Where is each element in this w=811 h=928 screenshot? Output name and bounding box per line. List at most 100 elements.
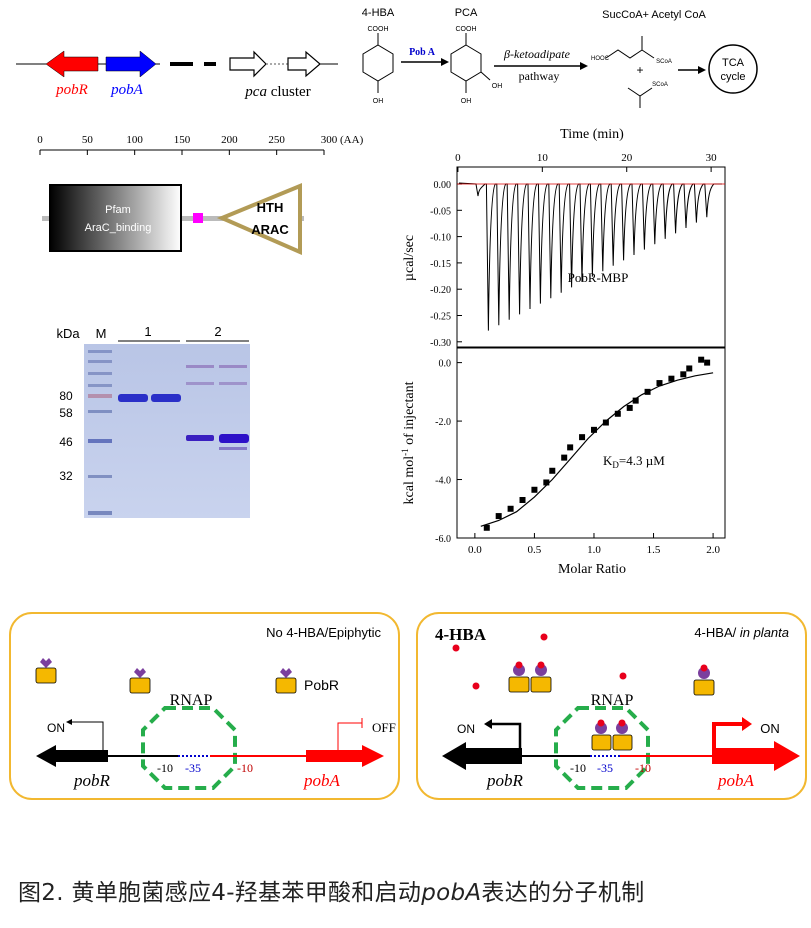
- molar-ratio-tick: 0.0: [468, 544, 482, 556]
- itc-sample-label: PobR-MBP: [568, 270, 629, 285]
- svg-text:-35: -35: [185, 761, 201, 775]
- model-left-title: No 4-HBA/Epiphytic: [266, 625, 381, 640]
- pobR-arrow: [45, 50, 99, 78]
- itc-time-tick: 10: [537, 152, 549, 164]
- pca-ring: [450, 44, 482, 82]
- domain-ruler-label: 50: [82, 134, 94, 146]
- ligand-dot: [452, 644, 460, 652]
- pobA-gene-left: [306, 745, 384, 767]
- binding-data-point: [549, 467, 556, 474]
- plus-sign: +: [636, 63, 643, 77]
- route-label-1: β-ketoadipate: [503, 47, 571, 61]
- pca-cooh: COOH: [456, 26, 477, 33]
- molar-ratio-tick: 0.5: [528, 544, 542, 556]
- binding-data-point: [704, 359, 711, 366]
- model-with-ligand: 4-HBA/ in planta 4-HBA RNAP: [416, 612, 807, 800]
- heat-tick: -2.0: [435, 417, 451, 428]
- pobr-dimer-bound-ligand: [508, 661, 552, 693]
- domain-ruler-label: 150: [174, 134, 191, 146]
- on-right-pobR-label: ON: [457, 722, 475, 736]
- gel-marker-label: 46: [59, 435, 73, 449]
- rnap-left-label: RNAP: [170, 692, 213, 709]
- hba-ring: [362, 44, 394, 82]
- svg-text:ARAC: ARAC: [251, 222, 289, 237]
- binding-data-point: [590, 426, 597, 433]
- pobA-label: pobA: [110, 82, 144, 98]
- binding-data-point: [507, 505, 514, 512]
- binding-data-point: [644, 388, 651, 395]
- pobr-legend-label: PobR: [304, 677, 339, 693]
- binding-data-point: [626, 404, 633, 411]
- binding-data-point: [686, 365, 693, 372]
- tca-cycle: [708, 44, 758, 94]
- binding-data-point: [561, 454, 568, 461]
- svg-text:SCoA: SCoA: [652, 82, 668, 88]
- hba-oh: OH: [373, 98, 384, 105]
- molar-ratio-tick: 1.5: [647, 544, 661, 556]
- hba-label: 4-HBA: [362, 7, 395, 19]
- binding-data-point: [519, 497, 526, 503]
- domain-ruler-label: 250: [268, 134, 285, 146]
- itc-power-tick: -0.10: [430, 233, 451, 244]
- itc-time-tick: 30: [706, 152, 718, 164]
- binding-data-point: [698, 356, 705, 363]
- binding-data-point: [602, 419, 609, 426]
- binding-data-point: [656, 380, 663, 387]
- binding-data-point: [579, 434, 586, 441]
- svg-text:AraC_binding: AraC_binding: [85, 222, 152, 234]
- svg-text:TCA: TCA: [722, 57, 745, 69]
- pobA-gene-right-label: pobA: [717, 771, 755, 790]
- domain-ruler-label: 300 (AA): [321, 134, 364, 146]
- hth-domain: [216, 183, 302, 256]
- pobR-gene-left-label: pobR: [73, 771, 111, 790]
- svg-text:-10: -10: [157, 761, 173, 775]
- hba-cooh: COOH: [368, 26, 389, 33]
- itc-power-tick: 0.00: [434, 180, 452, 191]
- svg-text:-35: -35: [597, 761, 613, 775]
- hba-ligand-label: 4-HBA: [435, 625, 487, 644]
- ligand-dot: [540, 633, 548, 641]
- rnap-right-label: RNAP: [591, 692, 634, 709]
- itc-time-tick: 0: [455, 152, 461, 164]
- itc-time-tick: 20: [621, 152, 633, 164]
- binding-fit-curve: [480, 372, 714, 527]
- pobA-gene-left-label: pobA: [303, 771, 341, 790]
- gel-unit: kDa: [56, 326, 80, 341]
- itc-power-tick: -0.20: [430, 285, 451, 296]
- itc-molar-ratio-label: Molar Ratio: [558, 562, 626, 577]
- figure-caption: 图2. 黄单胞菌感应4-羟基苯甲酸和启动pobA表达的分子机制: [18, 880, 645, 906]
- molar-ratio-tick: 1.0: [587, 544, 601, 556]
- kd-label: KD=4.3 µM: [603, 453, 665, 470]
- ligand-dot: [472, 682, 480, 690]
- svg-text:-10: -10: [237, 761, 253, 775]
- svg-text:Pfam: Pfam: [105, 204, 131, 216]
- route-label-2: pathway: [519, 69, 560, 83]
- ligand-dot: [619, 672, 627, 680]
- heat-tick: -6.0: [435, 534, 451, 545]
- binding-data-point: [632, 397, 639, 404]
- products-label: SucCoA+ Acetyl CoA: [602, 9, 706, 21]
- binding-data-point: [531, 486, 538, 493]
- binding-data-point: [483, 524, 490, 531]
- pobr-protein-1: [35, 658, 57, 684]
- svg-text:-10: -10: [570, 761, 586, 775]
- binding-data-point: [495, 513, 502, 520]
- pobR-gene-right: [442, 742, 522, 770]
- on-left-label: ON: [47, 721, 65, 735]
- svg-text:HOOC: HOOC: [591, 56, 610, 62]
- gel-marker-label: 80: [59, 389, 73, 403]
- linker-mark: [193, 213, 203, 223]
- binding-data-point: [614, 410, 621, 417]
- svg-text:cycle: cycle: [720, 71, 745, 83]
- gel-marker-label: 32: [59, 469, 73, 483]
- pobA-gene-right: [712, 741, 800, 771]
- acetylcoa-structure: [627, 87, 653, 97]
- pca-label: PCA: [455, 7, 478, 19]
- itc-time-label: Time (min): [560, 127, 624, 142]
- pca-arrow-2: [287, 50, 321, 78]
- marker-lane-label: M: [96, 326, 107, 341]
- binding-data-point: [668, 375, 675, 382]
